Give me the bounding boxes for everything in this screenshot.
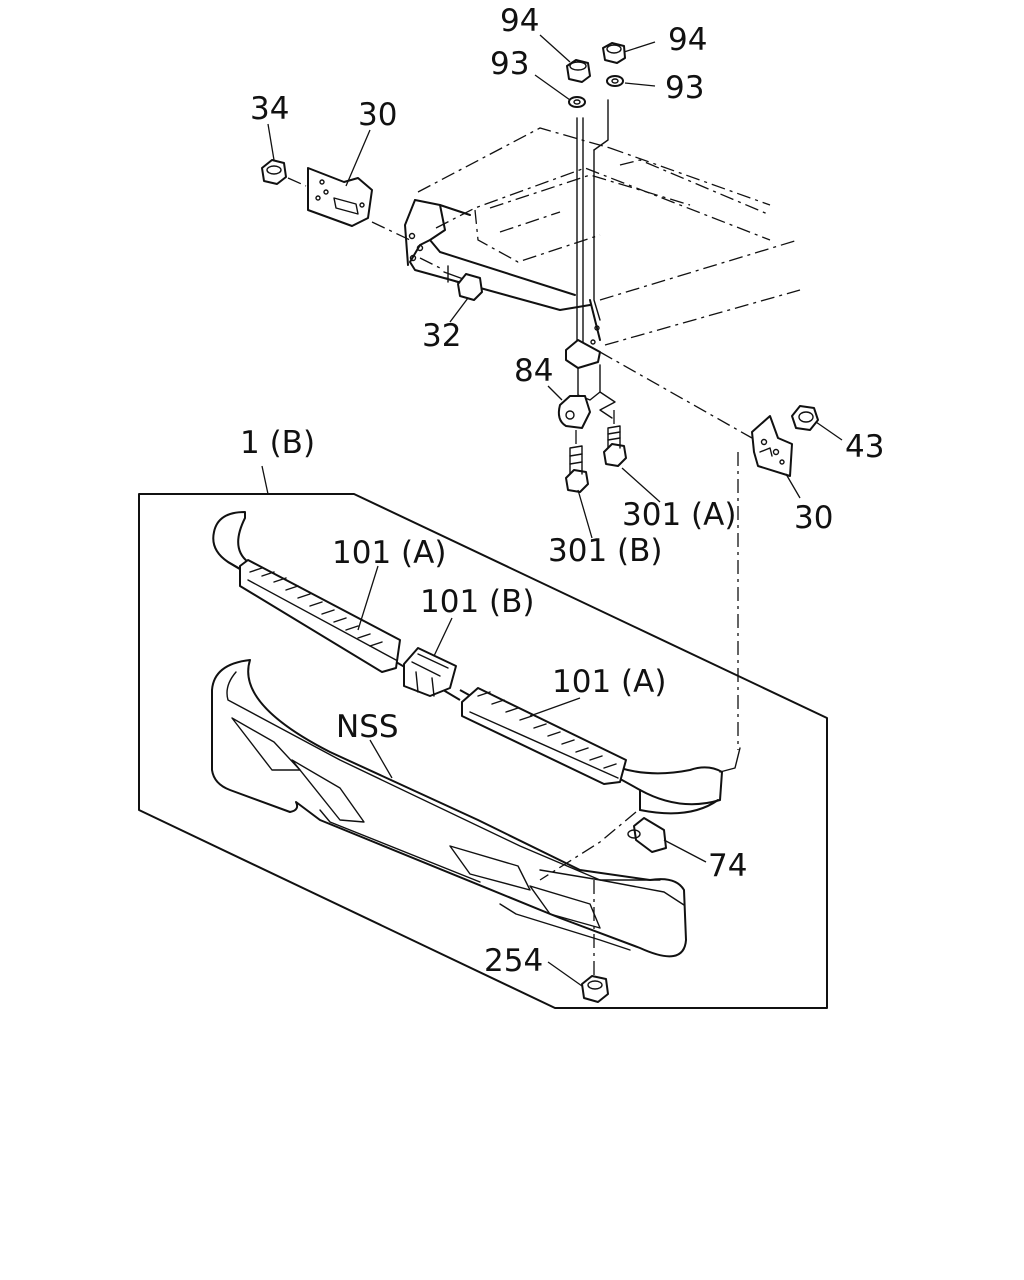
hanger-bracket [565, 99, 616, 419]
label-32: 32 [422, 318, 461, 354]
label-30-right: 30 [794, 500, 833, 536]
label-101a-top: 101 (A) [332, 535, 446, 571]
clip-part-84 [557, 395, 591, 429]
nut-43 [791, 405, 819, 431]
nut-94-right [602, 42, 626, 64]
label-93-left: 93 [490, 46, 529, 82]
label-84: 84 [514, 353, 553, 389]
pad-101a-right [461, 687, 627, 785]
label-94-left: 94 [500, 3, 539, 39]
washer-93-right [606, 75, 624, 87]
label-34: 34 [250, 91, 289, 127]
nut-34 [261, 159, 287, 185]
bolt-32 [443, 265, 483, 301]
label-301b: 301 (B) [548, 533, 662, 569]
label-43: 43 [845, 429, 884, 465]
label-74: 74 [708, 848, 747, 884]
callout-labels: 94 94 93 93 34 30 32 84 43 30 1 (B) 301 … [240, 3, 884, 979]
bumper-face [211, 659, 687, 958]
pad-101a-left [239, 559, 401, 673]
label-101b: 101 (B) [420, 584, 534, 620]
washer-93-left [568, 96, 586, 108]
leader-lines [261, 34, 843, 987]
assembly-box-1b [138, 493, 828, 1009]
nut-254 [581, 975, 609, 1003]
label-254: 254 [484, 943, 543, 979]
label-93-right: 93 [665, 70, 704, 106]
pad-101b [403, 647, 457, 697]
label-1b: 1 (B) [240, 425, 315, 461]
label-101a-right: 101 (A) [552, 664, 666, 700]
bracket-30-right [751, 415, 793, 477]
label-94-right: 94 [668, 22, 707, 58]
label-30-left: 30 [358, 97, 397, 133]
bolt-301a [603, 425, 627, 467]
label-301a: 301 (A) [622, 497, 736, 533]
label-nss: NSS [336, 709, 399, 745]
nut-94-left [566, 59, 591, 83]
bracket-30-left [307, 167, 373, 227]
bolt-301b [565, 445, 589, 493]
chassis-frame [404, 127, 801, 346]
clip-part-74 [627, 817, 667, 853]
